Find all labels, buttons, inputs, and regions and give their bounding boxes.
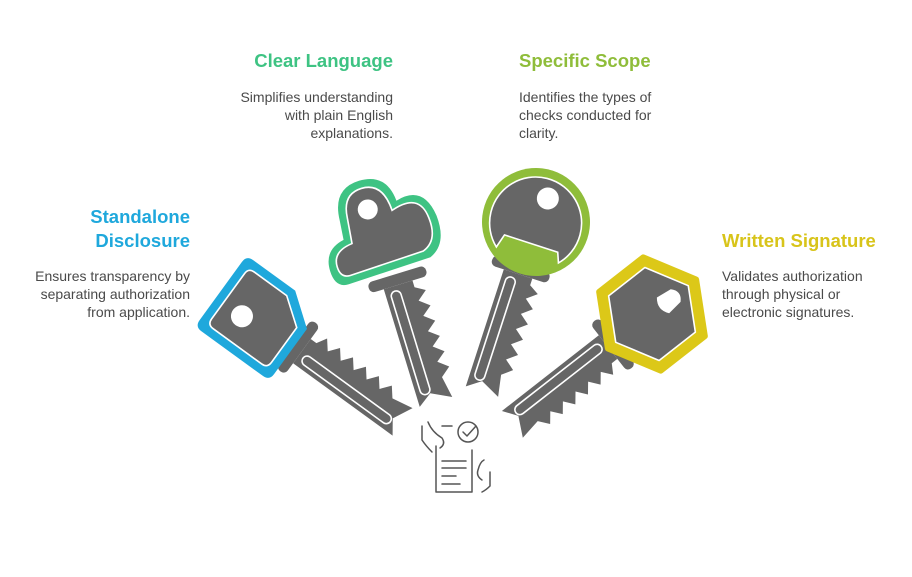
- keyhole-icon: [536, 187, 559, 210]
- desc-line: through physical or: [722, 286, 841, 302]
- key-standalone-disclosure: [197, 258, 421, 448]
- title-line: Specific Scope: [519, 50, 651, 71]
- key-written-signature: [492, 254, 708, 449]
- item-desc-clear-language: Simplifies understanding with plain Engl…: [240, 88, 393, 142]
- key-specific-scope: [451, 168, 590, 402]
- item-title-written-signature: Written Signature: [722, 229, 876, 253]
- desc-line: checks conducted for: [519, 107, 652, 123]
- item-desc-standalone-disclosure: Ensures transparency by separating autho…: [35, 267, 190, 321]
- keyhole-icon: [656, 289, 681, 314]
- title-line: Written Signature: [722, 230, 876, 251]
- title-line: Clear Language: [254, 50, 393, 71]
- item-desc-specific-scope: Identifies the types of checks conducted…: [519, 88, 651, 142]
- desc-line: from application.: [87, 304, 190, 320]
- item-title-standalone-disclosure: Standalone Disclosure: [90, 205, 190, 253]
- key-clear-language: [328, 178, 465, 412]
- item-desc-written-signature: Validates authorization through physical…: [722, 267, 863, 321]
- title-line: Disclosure: [95, 230, 190, 251]
- desc-line: electronic signatures.: [722, 304, 855, 320]
- item-title-clear-language: Clear Language: [254, 49, 393, 73]
- keyhole-icon: [230, 305, 253, 328]
- desc-line: clarity.: [519, 125, 559, 141]
- keyhole-icon: [357, 199, 378, 220]
- desc-line: with plain English: [284, 107, 393, 123]
- item-title-specific-scope: Specific Scope: [519, 49, 651, 73]
- clipboard-check-hands-icon: [421, 421, 491, 493]
- title-line: Standalone: [90, 206, 190, 227]
- desc-line: Ensures transparency by: [35, 268, 190, 284]
- desc-line: Identifies the types of: [519, 89, 652, 105]
- desc-line: Simplifies understanding: [240, 89, 393, 105]
- desc-line: Validates authorization: [722, 268, 863, 284]
- desc-line: explanations.: [310, 125, 393, 141]
- desc-line: separating authorization: [40, 286, 190, 302]
